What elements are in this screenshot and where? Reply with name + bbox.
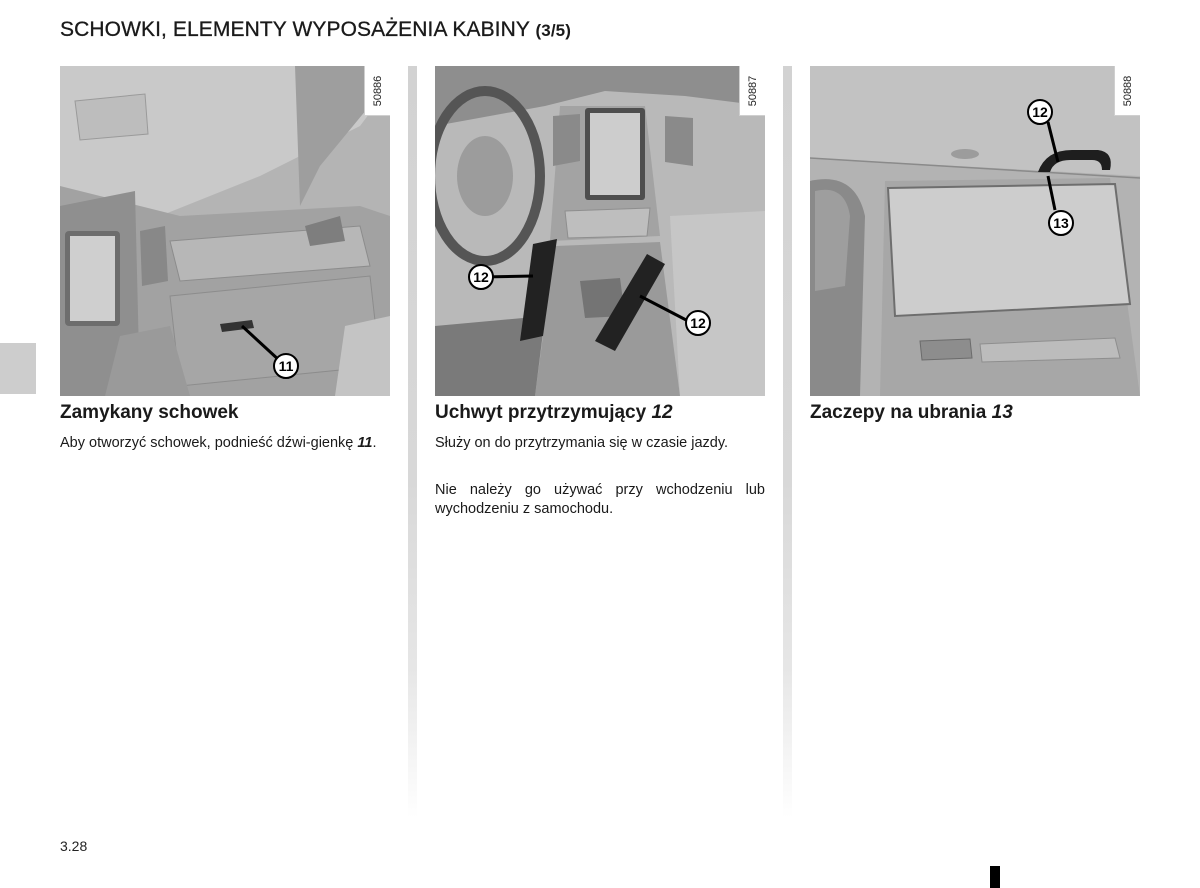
figure-reference: 50888 (1114, 66, 1140, 116)
section-paragraph: Nie należy go używać przy wchodzeniu lub… (435, 482, 765, 517)
column-divider (408, 66, 417, 818)
section-paragraph: Aby otworzyć schowek, podnieść dźwi-gien… (60, 434, 390, 453)
callout-13: 13 (1053, 215, 1069, 231)
glovebox-illustration: 11 50886 (60, 66, 390, 396)
paragraph-end: . (372, 435, 377, 451)
figure-reference-number: 50887 (747, 75, 759, 107)
grab-handle-drawing: 12 12 (435, 66, 765, 396)
page-title-text: SCHOWKI, ELEMENTY WYPOSAŻENIA KABINY (60, 18, 530, 41)
glovebox-drawing: 11 (60, 66, 390, 396)
coat-hook-illustration: 12 13 50888 (810, 66, 1140, 396)
callout-11: 11 (279, 358, 294, 374)
callout-12: 12 (1032, 104, 1048, 120)
page-number: 3.28 (60, 838, 88, 854)
page-title: SCHOWKI, ELEMENTY WYPOSAŻENIA KABINY (3/… (60, 18, 571, 42)
figure-reference-number: 50888 (1122, 75, 1134, 107)
figure-reference-number: 50886 (372, 75, 384, 107)
callout-12: 12 (690, 315, 706, 331)
section-heading: Zaczepy na ubrania 13 (810, 402, 1140, 424)
callout-12: 12 (473, 269, 489, 285)
grab-handle-illustration: 12 12 50887 (435, 66, 765, 396)
section-heading-text: Zaczepy na ubrania (810, 402, 992, 423)
section-heading-text: Uchwyt przytrzymujący (435, 402, 652, 423)
coat-hook-drawing: 12 13 (810, 66, 1140, 396)
section-heading-text: Zamykany schowek (60, 402, 239, 423)
chapter-tab (0, 343, 36, 394)
page-title-part: (3/5) (535, 21, 572, 40)
paragraph-text: Aby otworzyć schowek, podnieść dźwi-gien… (60, 435, 358, 451)
item-reference: 12 (651, 402, 673, 423)
figure-reference: 50887 (739, 66, 765, 116)
figure-reference: 50886 (364, 66, 390, 116)
item-reference: 13 (991, 402, 1013, 423)
section-heading: Uchwyt przytrzymujący 12 (435, 402, 765, 424)
column-divider (783, 66, 792, 818)
item-reference: 11 (357, 435, 373, 451)
section-heading: Zamykany schowek (60, 402, 390, 424)
thumb-index-mark (990, 866, 1000, 888)
section-paragraph: Służy on do przytrzymania się w czasie j… (435, 435, 729, 451)
